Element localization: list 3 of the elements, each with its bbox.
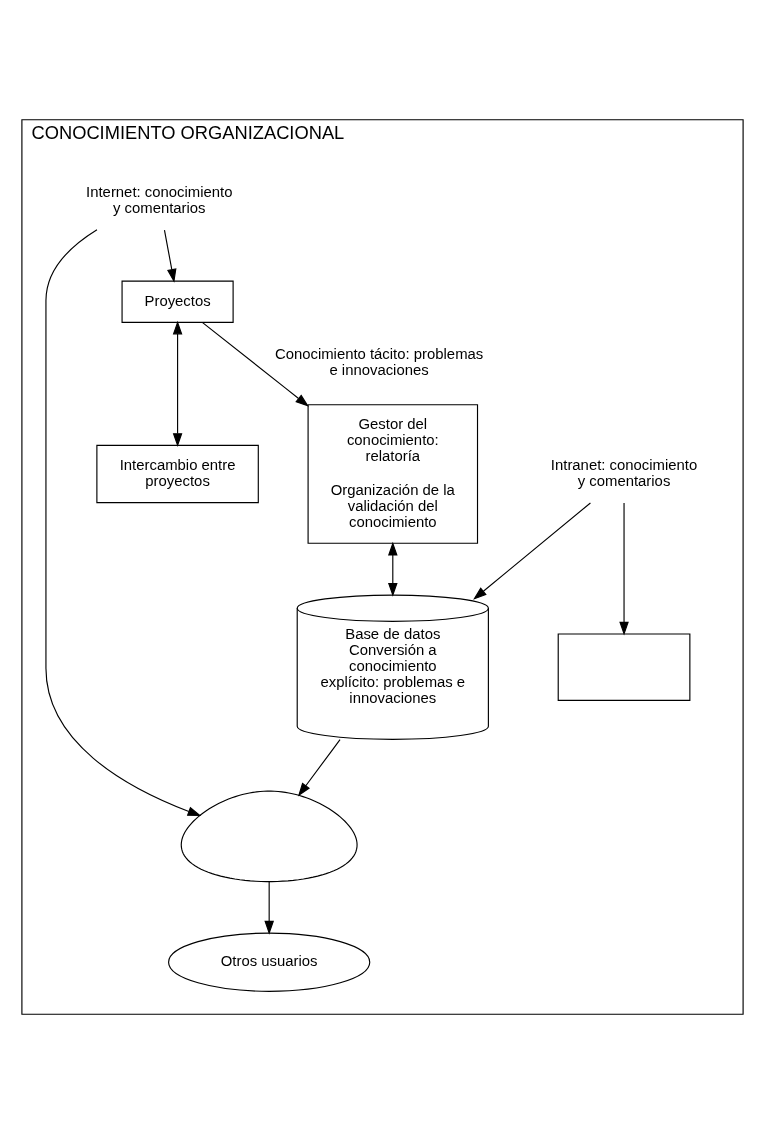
node-text: Intranet: conocimiento y comentarios (550, 456, 698, 489)
edge-label: Conocimiento tácito: problemas e innovaciones (274, 345, 484, 378)
node-text: Internet: conocimiento y comentarios (86, 183, 233, 216)
